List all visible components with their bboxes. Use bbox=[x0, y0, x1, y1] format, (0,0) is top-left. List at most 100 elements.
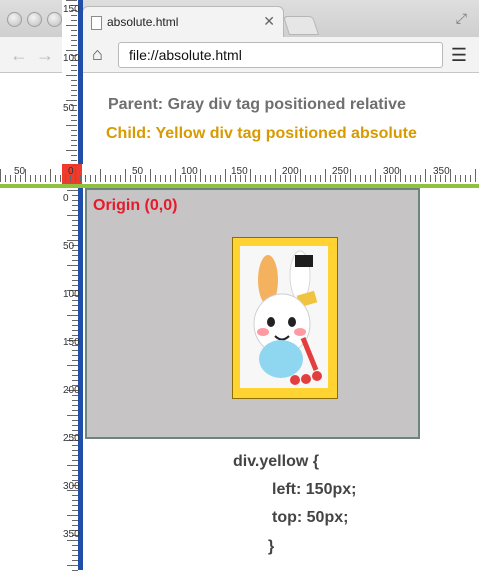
tab-absolute[interactable]: absolute.html ✕ bbox=[82, 6, 284, 39]
horizontal-ruler-tick bbox=[405, 175, 406, 182]
vertical-ruler-tick bbox=[72, 475, 78, 476]
horizontal-ruler-tick bbox=[135, 175, 136, 182]
fullscreen-icon[interactable]: ⤢ bbox=[455, 10, 467, 26]
horizontal-ruler-label: 200 bbox=[282, 166, 299, 177]
vertical-ruler-tick bbox=[67, 315, 78, 316]
vertical-ruler-tick bbox=[72, 485, 78, 486]
vertical-ruler-tick bbox=[71, 20, 77, 21]
vertical-ruler-tick bbox=[72, 235, 78, 236]
vertical-ruler-tick bbox=[72, 370, 78, 371]
origin-label: Origin (0,0) bbox=[93, 197, 178, 214]
horizontal-ruler-tick bbox=[70, 175, 71, 182]
horizontal-ruler-tick bbox=[365, 175, 366, 182]
horizontal-ruler-tick bbox=[400, 169, 401, 182]
vertical-ruler-tick bbox=[66, 0, 77, 1]
vertical-ruler-tick bbox=[72, 210, 78, 211]
horizontal-ruler-tick bbox=[40, 175, 41, 182]
horizontal-ruler-tick bbox=[150, 169, 151, 182]
horizontal-ruler-tick bbox=[270, 175, 271, 182]
vertical-ruler-tick bbox=[67, 215, 78, 216]
vertical-ruler-label: 150 bbox=[63, 4, 80, 15]
address-bar[interactable]: file://absolute.html bbox=[118, 42, 443, 68]
horizontal-ruler-tick bbox=[375, 169, 376, 182]
horizontal-ruler-label: 250 bbox=[332, 166, 349, 177]
horizontal-ruler-tick bbox=[205, 175, 206, 182]
window-close-button[interactable] bbox=[7, 12, 22, 27]
vertical-ruler-tick bbox=[71, 45, 77, 46]
horizontal-ruler-tick bbox=[345, 175, 346, 182]
vertical-ruler-tick bbox=[66, 100, 77, 101]
vertical-ruler-tick bbox=[72, 275, 78, 276]
vertical-ruler-tick bbox=[71, 35, 77, 36]
horizontal-ruler-tick bbox=[335, 175, 336, 182]
forward-arrow-icon[interactable]: → bbox=[36, 45, 54, 65]
horizontal-ruler-tick bbox=[45, 175, 46, 182]
horizontal-ruler-tick bbox=[385, 175, 386, 182]
horizontal-ruler-tick bbox=[475, 169, 476, 182]
window-minimize-button[interactable] bbox=[27, 12, 42, 27]
horizontal-ruler-tick bbox=[240, 175, 241, 182]
new-tab-button[interactable] bbox=[282, 16, 320, 35]
vertical-ruler-tick bbox=[72, 225, 78, 226]
horizontal-ruler-tick bbox=[75, 169, 76, 182]
vertical-ruler-tick bbox=[72, 330, 78, 331]
horizontal-ruler-tick bbox=[190, 175, 191, 182]
vertical-ruler-tick bbox=[72, 325, 78, 326]
vertical-ruler-label: 50 bbox=[63, 241, 75, 252]
horizontal-ruler-tick bbox=[250, 169, 251, 182]
vertical-ruler-tick bbox=[72, 375, 78, 376]
horizontal-ruler-tick bbox=[455, 175, 456, 182]
window-zoom-button[interactable] bbox=[47, 12, 62, 27]
vertical-ruler-tick bbox=[71, 80, 77, 81]
vertical-ruler-label: 100 bbox=[63, 289, 80, 300]
tab-title: absolute.html bbox=[107, 15, 179, 29]
vertical-ruler-tick bbox=[67, 415, 78, 416]
horizontal-ruler-tick bbox=[140, 175, 141, 182]
code-line-2: left: 150px; bbox=[272, 481, 357, 498]
vertical-ruler-tick bbox=[67, 265, 78, 266]
horizontal-ruler-tick bbox=[275, 169, 276, 182]
horizontal-ruler-label: 150 bbox=[231, 166, 248, 177]
horizontal-ruler-tick bbox=[35, 175, 36, 182]
horizontal-ruler-label: 0 bbox=[68, 166, 74, 177]
horizontal-ruler-tick bbox=[280, 175, 281, 182]
vertical-ruler-tick bbox=[72, 460, 78, 461]
horizontal-ruler-tick bbox=[95, 175, 96, 182]
horizontal-ruler-tick bbox=[30, 175, 31, 182]
home-icon[interactable]: ⌂ bbox=[92, 44, 103, 64]
vertical-ruler-tick bbox=[72, 350, 78, 351]
vertical-ruler-tick bbox=[71, 135, 77, 136]
horizontal-ruler-tick bbox=[435, 175, 436, 182]
ruler-origin-marker bbox=[62, 164, 82, 184]
vertical-ruler-tick bbox=[72, 535, 78, 536]
horizontal-ruler-tick bbox=[425, 169, 426, 182]
vertical-ruler-label: 250 bbox=[63, 433, 80, 444]
vertical-ruler-tick bbox=[72, 470, 78, 471]
vertical-ruler-tick bbox=[72, 380, 78, 381]
parent-heading: Parent: Gray div tag positioned relative bbox=[108, 96, 406, 113]
horizontal-ruler-tick bbox=[235, 175, 236, 182]
horizontal-ruler-tick bbox=[225, 169, 226, 182]
close-icon[interactable]: ✕ bbox=[263, 13, 275, 29]
vertical-ruler-label: 150 bbox=[63, 337, 80, 348]
menu-icon[interactable]: ☰ bbox=[450, 45, 467, 65]
horizontal-ruler-label: 100 bbox=[181, 166, 198, 177]
vertical-ruler-tick bbox=[72, 425, 78, 426]
vertical-ruler-tick bbox=[71, 15, 77, 16]
vertical-ruler-tick bbox=[72, 550, 78, 551]
back-arrow-icon[interactable]: ← bbox=[10, 45, 28, 65]
vertical-ruler-label: 350 bbox=[63, 529, 80, 540]
vertical-ruler-tick bbox=[72, 245, 78, 246]
horizontal-ruler-tick bbox=[5, 175, 6, 182]
horizontal-ruler-label: 50 bbox=[14, 166, 26, 177]
vertical-ruler-label: 300 bbox=[63, 481, 80, 492]
horizontal-ruler-label: 50 bbox=[132, 166, 144, 177]
horizontal-ruler-tick bbox=[330, 175, 331, 182]
horizontal-ruler-tick bbox=[340, 175, 341, 182]
vertical-ruler-tick bbox=[71, 40, 77, 41]
code-line-1: div.yellow { bbox=[233, 453, 319, 470]
horizontal-ruler-tick bbox=[350, 169, 351, 182]
vertical-ruler-tick bbox=[71, 30, 77, 31]
vertical-ruler-tick bbox=[71, 140, 77, 141]
horizontal-ruler-tick bbox=[65, 175, 66, 182]
